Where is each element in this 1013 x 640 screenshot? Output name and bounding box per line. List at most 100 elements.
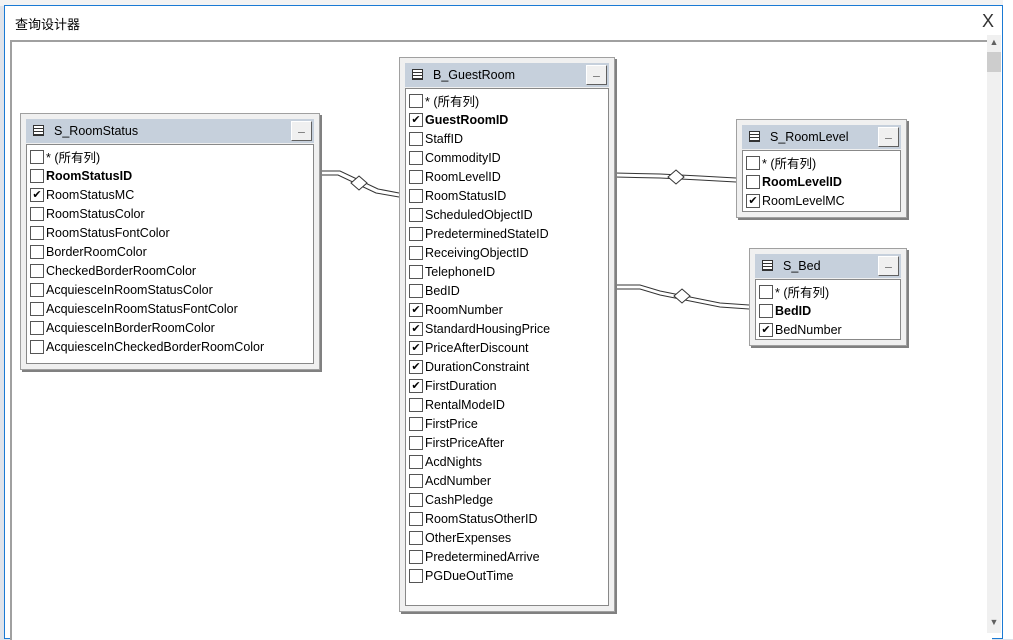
column-item[interactable]: AcquiesceInBorderRoomColor [30, 318, 215, 337]
checkbox[interactable] [746, 155, 760, 170]
column-item[interactable]: ✔StandardHousingPrice [409, 319, 550, 338]
close-button[interactable]: X [981, 11, 994, 31]
column-item[interactable]: ReceivingObjectID [409, 243, 529, 262]
checkbox[interactable] [30, 339, 44, 354]
column-item[interactable]: RoomLevelID [746, 172, 842, 191]
checkbox[interactable] [759, 284, 773, 299]
column-item[interactable]: ScheduledObjectID [409, 205, 533, 224]
checkbox-checked[interactable]: ✔ [409, 340, 423, 355]
checkbox-checked[interactable]: ✔ [759, 322, 773, 337]
checkbox[interactable] [409, 169, 423, 184]
column-item[interactable]: RoomStatusID [30, 166, 132, 185]
column-item[interactable]: BorderRoomColor [30, 242, 147, 261]
column-item[interactable]: ✔GuestRoomID [409, 110, 508, 129]
vertical-scrollbar[interactable]: ▲ ▼ [987, 35, 1001, 633]
checkbox[interactable] [409, 188, 423, 203]
column-item[interactable]: * (所有列) [759, 282, 829, 301]
column-item[interactable]: CheckedBorderRoomColor [30, 261, 196, 280]
checkbox[interactable] [30, 244, 44, 259]
table-s-roomstatus[interactable]: S_RoomStatus_* (所有列)RoomStatusID✔RoomSta… [20, 113, 320, 370]
column-item[interactable]: ✔BedNumber [759, 320, 842, 339]
checkbox[interactable] [409, 492, 423, 507]
checkbox-checked[interactable]: ✔ [409, 378, 423, 393]
checkbox[interactable] [409, 207, 423, 222]
minimize-button[interactable]: _ [878, 127, 899, 147]
checkbox[interactable] [30, 301, 44, 316]
checkbox[interactable] [759, 303, 773, 318]
column-item[interactable]: AcdNumber [409, 471, 491, 490]
checkbox[interactable] [409, 93, 423, 108]
scroll-thumb[interactable] [987, 52, 1001, 72]
column-item[interactable]: BedID [759, 301, 811, 320]
minimize-button[interactable]: _ [291, 121, 312, 141]
checkbox[interactable] [409, 454, 423, 469]
column-item[interactable]: TelephoneID [409, 262, 495, 281]
table-header[interactable]: S_RoomStatus_ [26, 119, 314, 143]
column-item[interactable]: ✔RoomStatusMC [30, 185, 134, 204]
checkbox[interactable] [409, 416, 423, 431]
checkbox[interactable] [409, 245, 423, 260]
checkbox[interactable] [409, 150, 423, 165]
column-item[interactable]: AcquiesceInCheckedBorderRoomColor [30, 337, 264, 356]
column-item[interactable]: FirstPrice [409, 414, 478, 433]
column-item[interactable]: OtherExpenses [409, 528, 511, 547]
column-item[interactable]: * (所有列) [746, 153, 816, 172]
checkbox[interactable] [746, 174, 760, 189]
column-item[interactable]: ✔RoomNumber [409, 300, 503, 319]
checkbox[interactable] [30, 225, 44, 240]
column-item[interactable]: AcquiesceInRoomStatusColor [30, 280, 213, 299]
column-item[interactable]: ✔RoomLevelMC [746, 191, 845, 210]
column-item[interactable]: * (所有列) [30, 147, 100, 166]
minimize-button[interactable]: _ [586, 65, 607, 85]
checkbox-checked[interactable]: ✔ [409, 321, 423, 336]
column-item[interactable]: RoomLevelID [409, 167, 501, 186]
table-header[interactable]: S_RoomLevel_ [742, 125, 901, 149]
checkbox[interactable] [409, 549, 423, 564]
column-item[interactable]: BedID [409, 281, 460, 300]
column-item[interactable]: * (所有列) [409, 91, 479, 110]
column-item[interactable]: ✔PriceAfterDiscount [409, 338, 529, 357]
column-item[interactable]: PGDueOutTime [409, 566, 513, 585]
column-item[interactable]: RoomStatusFontColor [30, 223, 170, 242]
checkbox[interactable] [30, 206, 44, 221]
checkbox-checked[interactable]: ✔ [409, 112, 423, 127]
checkbox[interactable] [409, 131, 423, 146]
checkbox[interactable] [409, 264, 423, 279]
minimize-button[interactable]: _ [878, 256, 899, 276]
table-header[interactable]: S_Bed_ [755, 254, 901, 278]
column-item[interactable]: ✔DurationConstraint [409, 357, 529, 376]
checkbox[interactable] [409, 435, 423, 450]
scroll-up-icon[interactable]: ▲ [989, 37, 999, 47]
checkbox[interactable] [30, 149, 44, 164]
column-item[interactable]: RoomStatusOtherID [409, 509, 538, 528]
column-item[interactable]: FirstPriceAfter [409, 433, 504, 452]
checkbox[interactable] [409, 473, 423, 488]
checkbox[interactable] [409, 511, 423, 526]
column-item[interactable]: CommodityID [409, 148, 501, 167]
checkbox-checked[interactable]: ✔ [409, 359, 423, 374]
checkbox-checked[interactable]: ✔ [746, 193, 760, 208]
checkbox[interactable] [409, 283, 423, 298]
table-header[interactable]: B_GuestRoom_ [405, 63, 609, 87]
column-item[interactable]: RoomStatusID [409, 186, 506, 205]
checkbox[interactable] [409, 530, 423, 545]
checkbox[interactable] [30, 263, 44, 278]
checkbox-checked[interactable]: ✔ [30, 187, 44, 202]
checkbox[interactable] [30, 168, 44, 183]
column-item[interactable]: StaffID [409, 129, 463, 148]
table-s-bed[interactable]: S_Bed_ * (所有列)BedID✔BedNumber [749, 248, 907, 346]
column-item[interactable]: PredeterminedStateID [409, 224, 549, 243]
checkbox[interactable] [30, 282, 44, 297]
checkbox[interactable] [409, 568, 423, 583]
table-s-roomlevel[interactable]: S_RoomLevel_ * (所有列)RoomLevelID✔RoomLevel… [736, 119, 907, 218]
checkbox-checked[interactable]: ✔ [409, 302, 423, 317]
column-item[interactable]: AcquiesceInRoomStatusFontColor [30, 299, 238, 318]
checkbox[interactable] [30, 320, 44, 335]
column-item[interactable]: CashPledge [409, 490, 493, 509]
column-item[interactable]: PredeterminedArrive [409, 547, 540, 566]
column-item[interactable]: RoomStatusColor [30, 204, 145, 223]
column-item[interactable]: RentalModeID [409, 395, 505, 414]
checkbox[interactable] [409, 226, 423, 241]
checkbox[interactable] [409, 397, 423, 412]
